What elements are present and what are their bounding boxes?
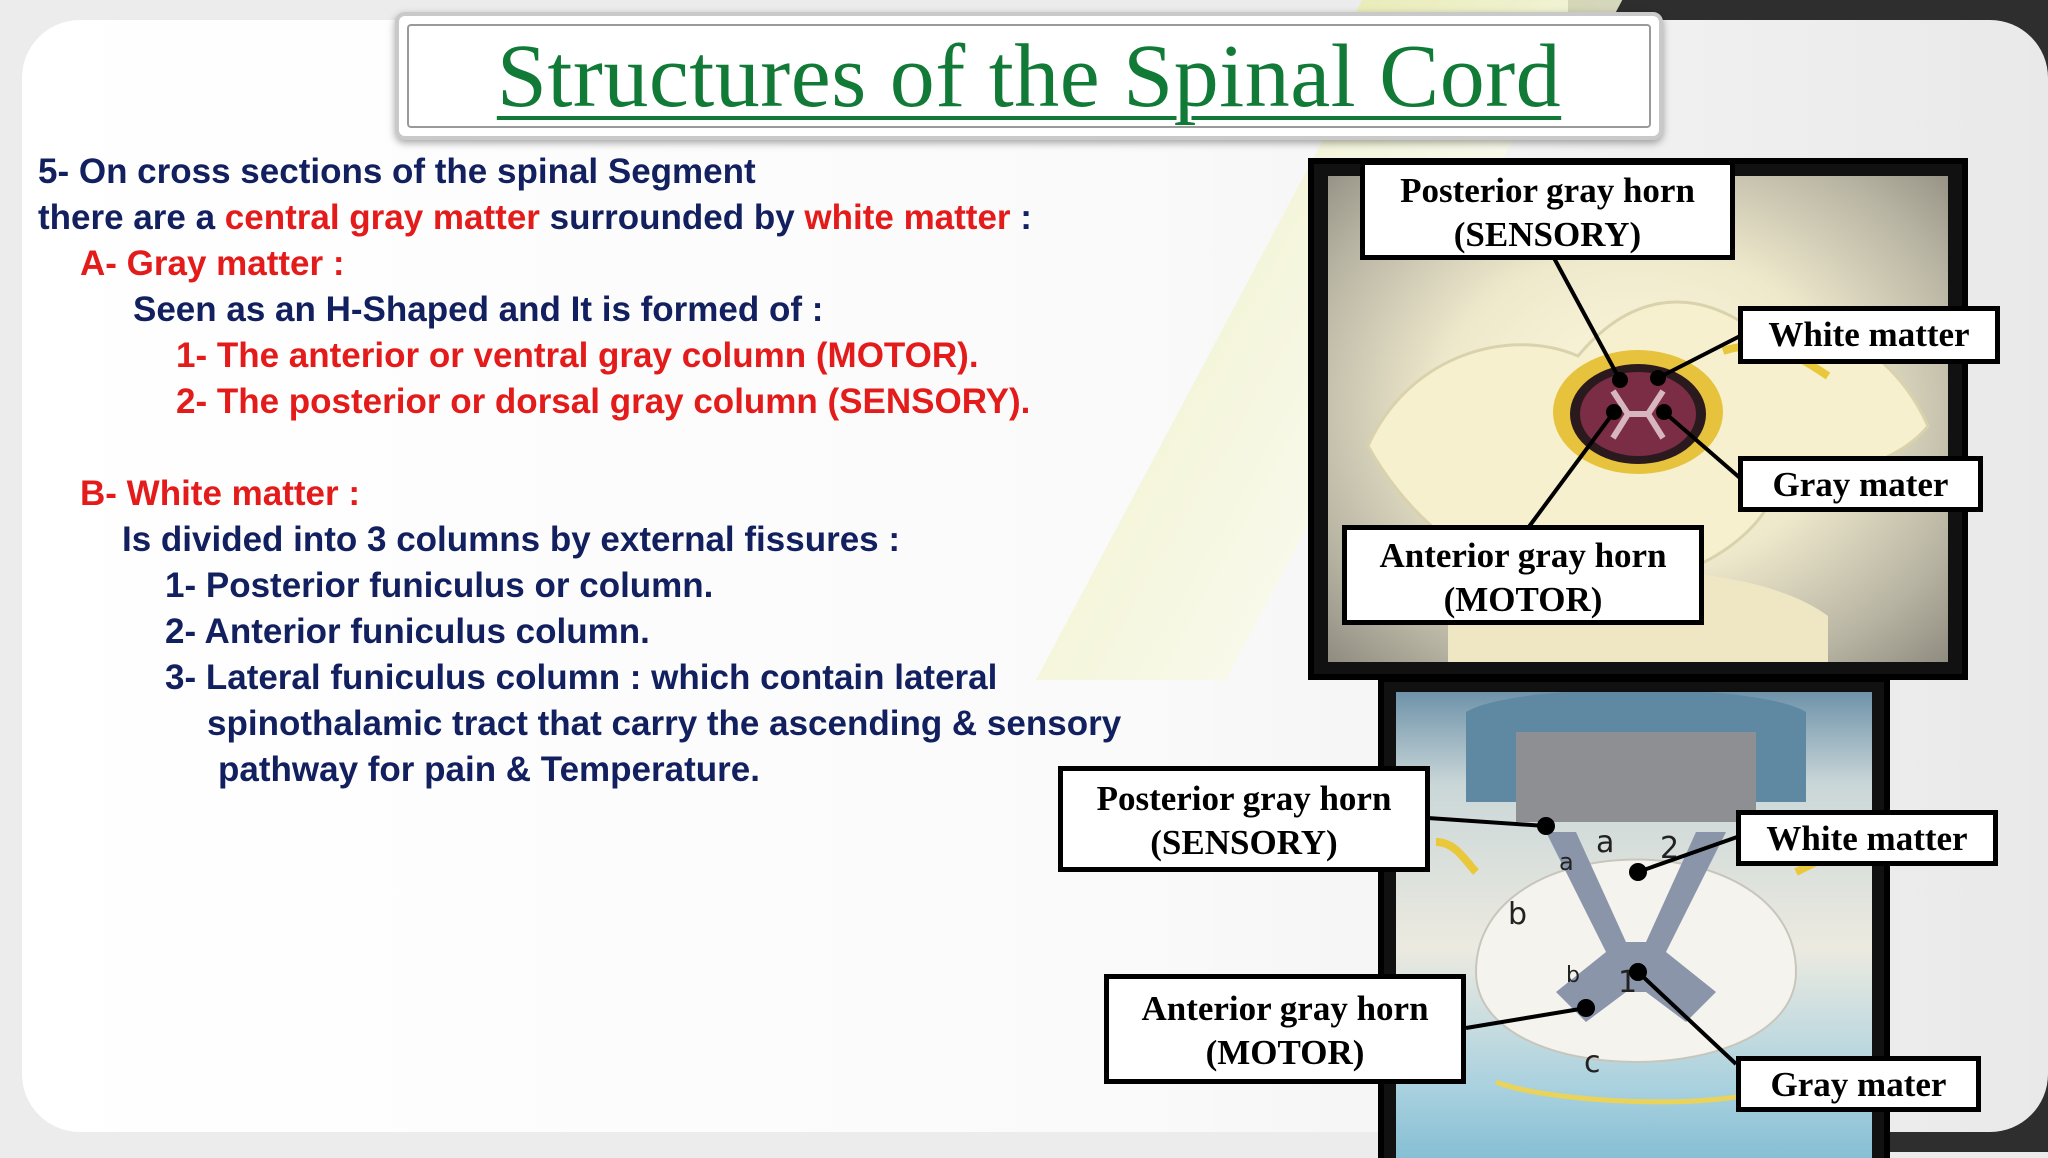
label-fig2-white-matter: White matter xyxy=(1736,810,1998,866)
label-line-2: (MOTOR) xyxy=(1205,1033,1365,1072)
leader-fig2-posterior xyxy=(1427,816,1547,828)
leader-fig1-anterior xyxy=(1526,410,1616,530)
label-line-1: Posterior gray horn xyxy=(1096,779,1392,818)
leader-fig2-gray xyxy=(1636,970,1738,1066)
label-line-1: Anterior gray horn xyxy=(1379,536,1667,575)
white-matter-desc: Is divided into 3 columns by external fi… xyxy=(122,520,900,559)
label-fig2-anterior-gray-horn: Anterior gray horn (MOTOR) xyxy=(1104,974,1466,1084)
model-letter-b-left: b xyxy=(1508,897,1527,932)
slide-title: Structures of the Spinal Cord xyxy=(496,26,1562,126)
dot-fig1-posterior xyxy=(1612,372,1628,388)
white-matter-item-3-cont-2: pathway for pain & Temperature. xyxy=(218,750,760,789)
label-line-2: (SENSORY) xyxy=(1453,215,1642,254)
dot-fig1-anterior xyxy=(1606,404,1622,420)
white-matter-item-3: 3- Lateral funiculus column : which cont… xyxy=(165,658,998,697)
label-fig2-posterior-gray-horn: Posterior gray horn (SENSORY) xyxy=(1058,766,1430,872)
title-box: Structures of the Spinal Cord xyxy=(395,12,1663,140)
model-letter-c: c xyxy=(1584,1045,1601,1080)
label-fig1-white-matter: White matter xyxy=(1738,306,2000,364)
dot-fig2-anterior xyxy=(1577,999,1595,1017)
intro-line-1: 5- On cross sections of the spinal Segme… xyxy=(38,152,756,191)
intro-highlight-gray: central gray matter xyxy=(224,198,540,237)
leader-fig2-white xyxy=(1637,834,1741,874)
dot-fig1-white xyxy=(1650,370,1666,386)
intro-text-c: surrounded by xyxy=(539,198,805,237)
leader-fig1-white xyxy=(1657,332,1745,380)
white-matter-item-3-cont-1: spinothalamic tract that carry the ascen… xyxy=(207,704,1122,743)
intro-text-e: : xyxy=(1010,198,1032,237)
label-fig2-gray-mater: Gray mater xyxy=(1736,1056,1981,1112)
label-line-2: (MOTOR) xyxy=(1443,580,1603,619)
leader-fig1-gray xyxy=(1662,410,1742,480)
leader-fig2-anterior xyxy=(1465,1006,1587,1030)
label-line-2: (SENSORY) xyxy=(1150,823,1338,862)
gray-matter-heading: A- Gray matter : xyxy=(80,244,345,283)
label-fig1-gray-mater: Gray mater xyxy=(1738,456,1983,512)
model-letter-a-side: a xyxy=(1559,848,1574,876)
leader-fig1-posterior xyxy=(1552,257,1622,381)
gray-matter-desc: Seen as an H-Shaped and It is formed of … xyxy=(133,290,824,329)
intro-line-2: there are a central gray matter surround… xyxy=(38,195,1032,241)
gray-matter-item-1: 1- The anterior or ventral gray column (… xyxy=(176,336,979,375)
label-fig1-posterior-gray-horn: Posterior gray horn (SENSORY) xyxy=(1360,160,1735,260)
gray-matter-item-2: 2- The posterior or dorsal gray column (… xyxy=(176,382,1031,421)
label-line-1: Anterior gray horn xyxy=(1141,989,1429,1028)
label-line-1: Posterior gray horn xyxy=(1400,171,1695,210)
dot-fig2-posterior xyxy=(1537,817,1555,835)
white-matter-item-1: 1- Posterior funiculus or column. xyxy=(165,566,714,605)
model-letter-a-top: a xyxy=(1596,825,1614,860)
model-letter-b-low: b xyxy=(1566,963,1580,988)
intro-text-a: there are a xyxy=(38,198,225,237)
dot-fig1-gray xyxy=(1656,404,1672,420)
dot-fig2-gray xyxy=(1629,963,1647,981)
dot-fig2-white xyxy=(1629,863,1647,881)
label-fig1-anterior-gray-horn: Anterior gray horn (MOTOR) xyxy=(1342,525,1704,625)
intro-highlight-white: white matter xyxy=(804,198,1011,237)
white-matter-item-2: 2- Anterior funiculus column. xyxy=(165,612,650,651)
white-matter-heading: B- White matter : xyxy=(80,474,360,513)
